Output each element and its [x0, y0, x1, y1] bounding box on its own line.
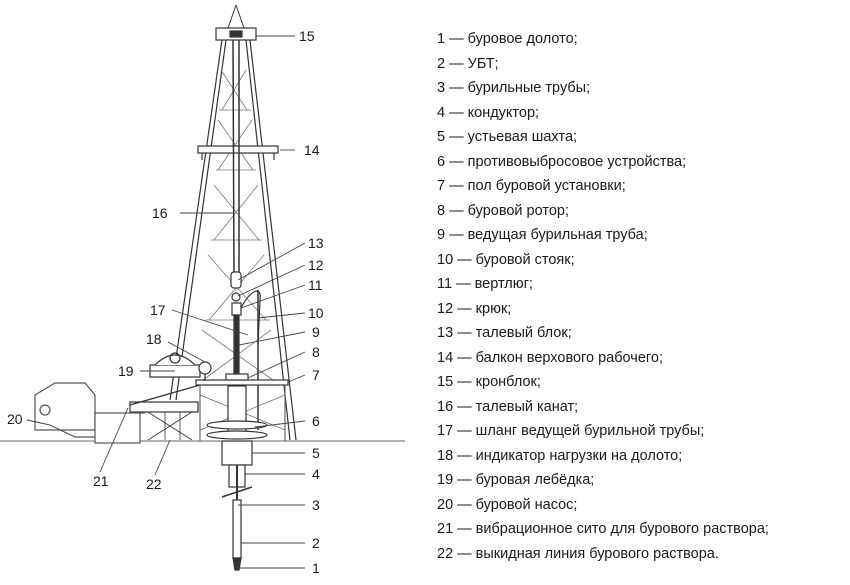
derrick-frame [169, 39, 297, 441]
legend-item: 8 — буровой ротор; [437, 202, 570, 219]
legend-item: 11 — вертлюг; [437, 276, 533, 292]
callout-19: 19 [118, 363, 134, 379]
drilling-rig-diagram: 1 2 3 4 5 6 7 8 9 10 11 12 13 14 15 16 1… [0, 4, 405, 576]
callout-22: 22 [146, 476, 162, 492]
legend-item: 7 — пол буровой установки; [437, 178, 626, 194]
callout-16: 16 [152, 205, 168, 221]
rig-floor [195, 379, 289, 386]
callout-14: 14 [304, 142, 320, 158]
callout-7: 7 [312, 367, 320, 383]
legend-item: 9 — ведущая бурильная труба; [437, 227, 648, 243]
legend-item: 13 — талевый блок; [437, 325, 572, 341]
legend-item: 22 — выкидная линия бурового раствора. [437, 545, 719, 562]
legend-item: 10 — буровой стояк; [437, 251, 575, 268]
callout-6: 6 [312, 413, 320, 429]
hook [231, 292, 241, 302]
drill-bit [232, 557, 242, 571]
callout-2: 2 [312, 535, 320, 551]
callout-9: 9 [312, 324, 320, 340]
callout-11: 11 [308, 277, 323, 293]
kelly-hose [240, 290, 261, 346]
callout-labels: 1 2 3 4 5 6 7 8 9 10 11 12 13 14 15 16 1… [7, 28, 324, 576]
callout-5: 5 [312, 445, 320, 461]
legend-item: 6 — противовыбросовое устройства; [437, 153, 687, 170]
legend-item: 3 — бурильные трубы; [437, 80, 591, 96]
callout-10: 10 [308, 305, 324, 321]
legend-item: 5 — устьевая шахта; [437, 129, 578, 145]
swivel [231, 302, 242, 316]
mud-pump-house [34, 382, 145, 444]
traveling-block [230, 271, 242, 289]
drawworks [149, 352, 201, 378]
legend-item: 14 — балкон верхового рабочего; [437, 349, 663, 366]
legend-item: 16 — талевый канат; [437, 398, 579, 415]
callout-18: 18 [146, 331, 162, 347]
drill-collars [232, 499, 242, 559]
legend-item: 17 — шланг ведущей бурильной трубы; [437, 423, 705, 439]
blowout-preventer [206, 385, 268, 440]
legend-item: 15 — кронблок; [437, 374, 541, 390]
crown-block [215, 4, 257, 41]
drilling-line [232, 39, 240, 276]
legend-item: 19 — буровая лебёдка; [437, 472, 595, 488]
legend-item: 4 — кондуктор; [437, 104, 540, 121]
legend-item: 21 — вибрационное сито для бурового раст… [437, 521, 769, 537]
legend-item: 12 — крюк; [437, 300, 512, 317]
rotary-table [225, 373, 249, 381]
callout-4: 4 [312, 466, 320, 482]
legend-item: 18 — индикатор нагрузки на долото; [437, 447, 683, 464]
callout-1: 1 [312, 560, 320, 576]
weight-indicator [198, 361, 212, 381]
mud-return-line [129, 384, 201, 406]
leader-lines [26, 35, 306, 569]
legend-item: 2 — УБТ; [437, 55, 499, 72]
shale-shaker [129, 401, 199, 441]
monkey-board [197, 145, 279, 160]
callout-20: 20 [7, 411, 23, 427]
legend-item: 1 — буровое долото; [437, 31, 578, 47]
callout-3: 3 [312, 497, 320, 513]
wellhead-cellar [221, 440, 253, 466]
callout-12: 12 [308, 257, 324, 273]
callout-13: 13 [308, 235, 324, 251]
legend-item: 20 — буровой насос; [437, 496, 578, 513]
callout-21: 21 [93, 473, 109, 489]
callout-17: 17 [150, 302, 166, 318]
callout-15: 15 [299, 28, 315, 44]
casing-shoe [221, 486, 253, 498]
legend-list: 1 — буровое долото; 2 — УБТ; 3 — бурильн… [437, 27, 769, 566]
callout-8: 8 [312, 344, 320, 360]
kelly [233, 314, 240, 376]
